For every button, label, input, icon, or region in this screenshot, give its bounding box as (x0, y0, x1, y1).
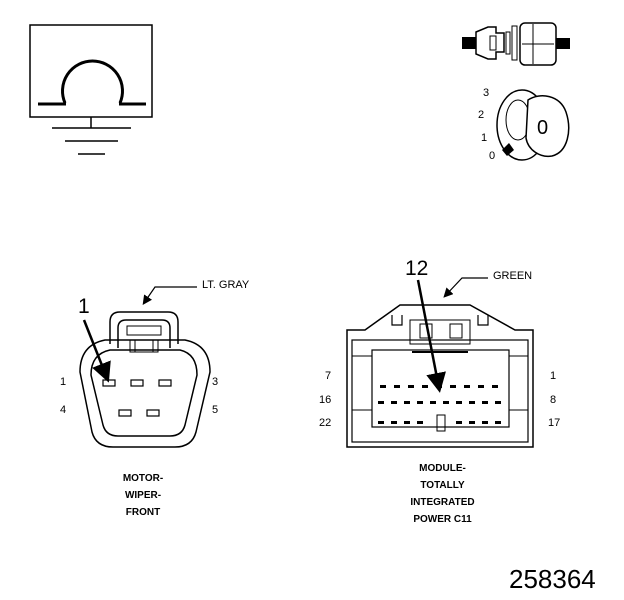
motor-connector-caption: MOTOR- WIPER- FRONT (88, 470, 198, 521)
module-pin-cavities (378, 385, 501, 424)
motor-callout-lines (82, 286, 197, 383)
ignition-position-2: 2 (478, 109, 485, 121)
module-color-callout: GREEN (493, 270, 533, 282)
module-pin-1-label: 1 (550, 370, 557, 382)
ignition-position-1: 1 (481, 132, 488, 144)
module-pin-22-label: 22 (319, 417, 332, 429)
ignition-position-0: 0 (489, 150, 496, 162)
ignition-key-label: 0 (537, 117, 549, 139)
ignition-switch-icon (496, 89, 570, 161)
module-connector-body (346, 304, 534, 448)
motor-pin-3-label: 3 (212, 376, 219, 388)
fuse-connector-icon (462, 22, 570, 66)
ohm-ground-icon (29, 24, 153, 155)
module-connector-caption: MODULE- TOTALLY INTEGRATED POWER C11 (380, 460, 505, 528)
figure-number: 258364 (509, 564, 596, 594)
module-caption-line-3: INTEGRATED (410, 497, 475, 508)
module-pin-16-label: 16 (319, 394, 332, 406)
motor-caption-line-2: WIPER- (124, 490, 162, 501)
motor-pin-cavities (102, 379, 172, 417)
motor-caption-line-1: MOTOR- (122, 473, 164, 484)
module-caption-line-4: POWER C11 (413, 514, 472, 525)
motor-pin-4-label: 4 (60, 404, 67, 416)
motor-pin-1-label: 1 (60, 376, 67, 388)
motor-color-callout: LT. GRAY (202, 279, 250, 291)
motor-caption-line-3: FRONT (125, 507, 161, 518)
module-caption-line-1: MODULE- (419, 463, 466, 474)
module-pin-8-label: 8 (550, 394, 557, 406)
ignition-position-3: 3 (483, 87, 490, 99)
motor-pin-5-label: 5 (212, 404, 219, 416)
module-caption-line-2: TOTALLY (420, 480, 465, 491)
module-pin-17-label: 17 (548, 417, 561, 429)
motor-pointer-pin-number: 1 (78, 295, 90, 318)
module-callout-lines (416, 277, 488, 393)
module-pointer-pin-number: 12 (405, 257, 429, 280)
motor-connector-body (79, 311, 211, 448)
module-pin-7-label: 7 (325, 370, 332, 382)
